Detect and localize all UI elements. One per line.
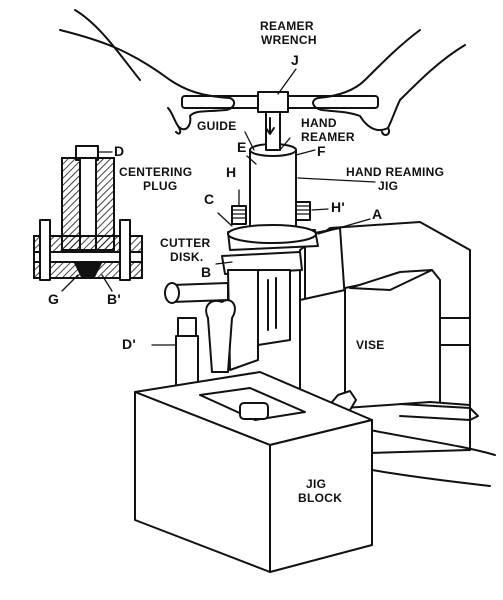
label-jig-block-line2: BLOCK [298, 491, 343, 505]
label-e: E [237, 139, 247, 155]
label-h: H [226, 164, 237, 180]
label-c: C [204, 191, 215, 207]
right-hand [312, 29, 466, 136]
label-b: B [201, 264, 212, 280]
label-h-prime: H' [331, 199, 346, 215]
plug-d-prime [175, 317, 199, 391]
label-centering-plug-line2: PLUG [143, 179, 178, 193]
centering-plug-detail [33, 145, 143, 281]
label-cutter-disk-line2: DISK. [170, 250, 204, 264]
label-d-prime: D' [122, 336, 137, 352]
left-hand [59, 9, 236, 135]
reamer-wrench [181, 91, 379, 113]
label-guide: GUIDE [197, 119, 237, 133]
label-hand-reaming-jig-line2: JIG [378, 179, 399, 193]
label-jig-block-line1: JIG [306, 477, 327, 491]
label-hand-reaming-jig-line1: HAND REAMING [346, 165, 445, 179]
label-b-prime: B' [107, 291, 122, 307]
label-reamer-wrench-line2: WRENCH [261, 33, 317, 47]
arrow-down-icon [265, 117, 275, 135]
label-g: G [48, 291, 60, 307]
label-j: J [291, 52, 300, 68]
wrench-tool [205, 299, 236, 373]
label-cutter-disk-line1: CUTTER [160, 236, 211, 250]
label-d: D [114, 143, 125, 159]
hand-reaming-jig [164, 107, 319, 371]
label-a: A [372, 206, 383, 222]
leader-lines [61, 68, 376, 346]
jig-block [134, 371, 373, 573]
label-centering-plug-line1: CENTERING [119, 165, 193, 179]
label-vise: VISE [356, 338, 385, 352]
label-hand-reamer-line1: HAND [301, 116, 337, 130]
label-hand-reamer-line2: REAMER [301, 130, 355, 144]
label-f: F [317, 143, 326, 159]
label-reamer-wrench-line1: REAMER [260, 19, 314, 33]
